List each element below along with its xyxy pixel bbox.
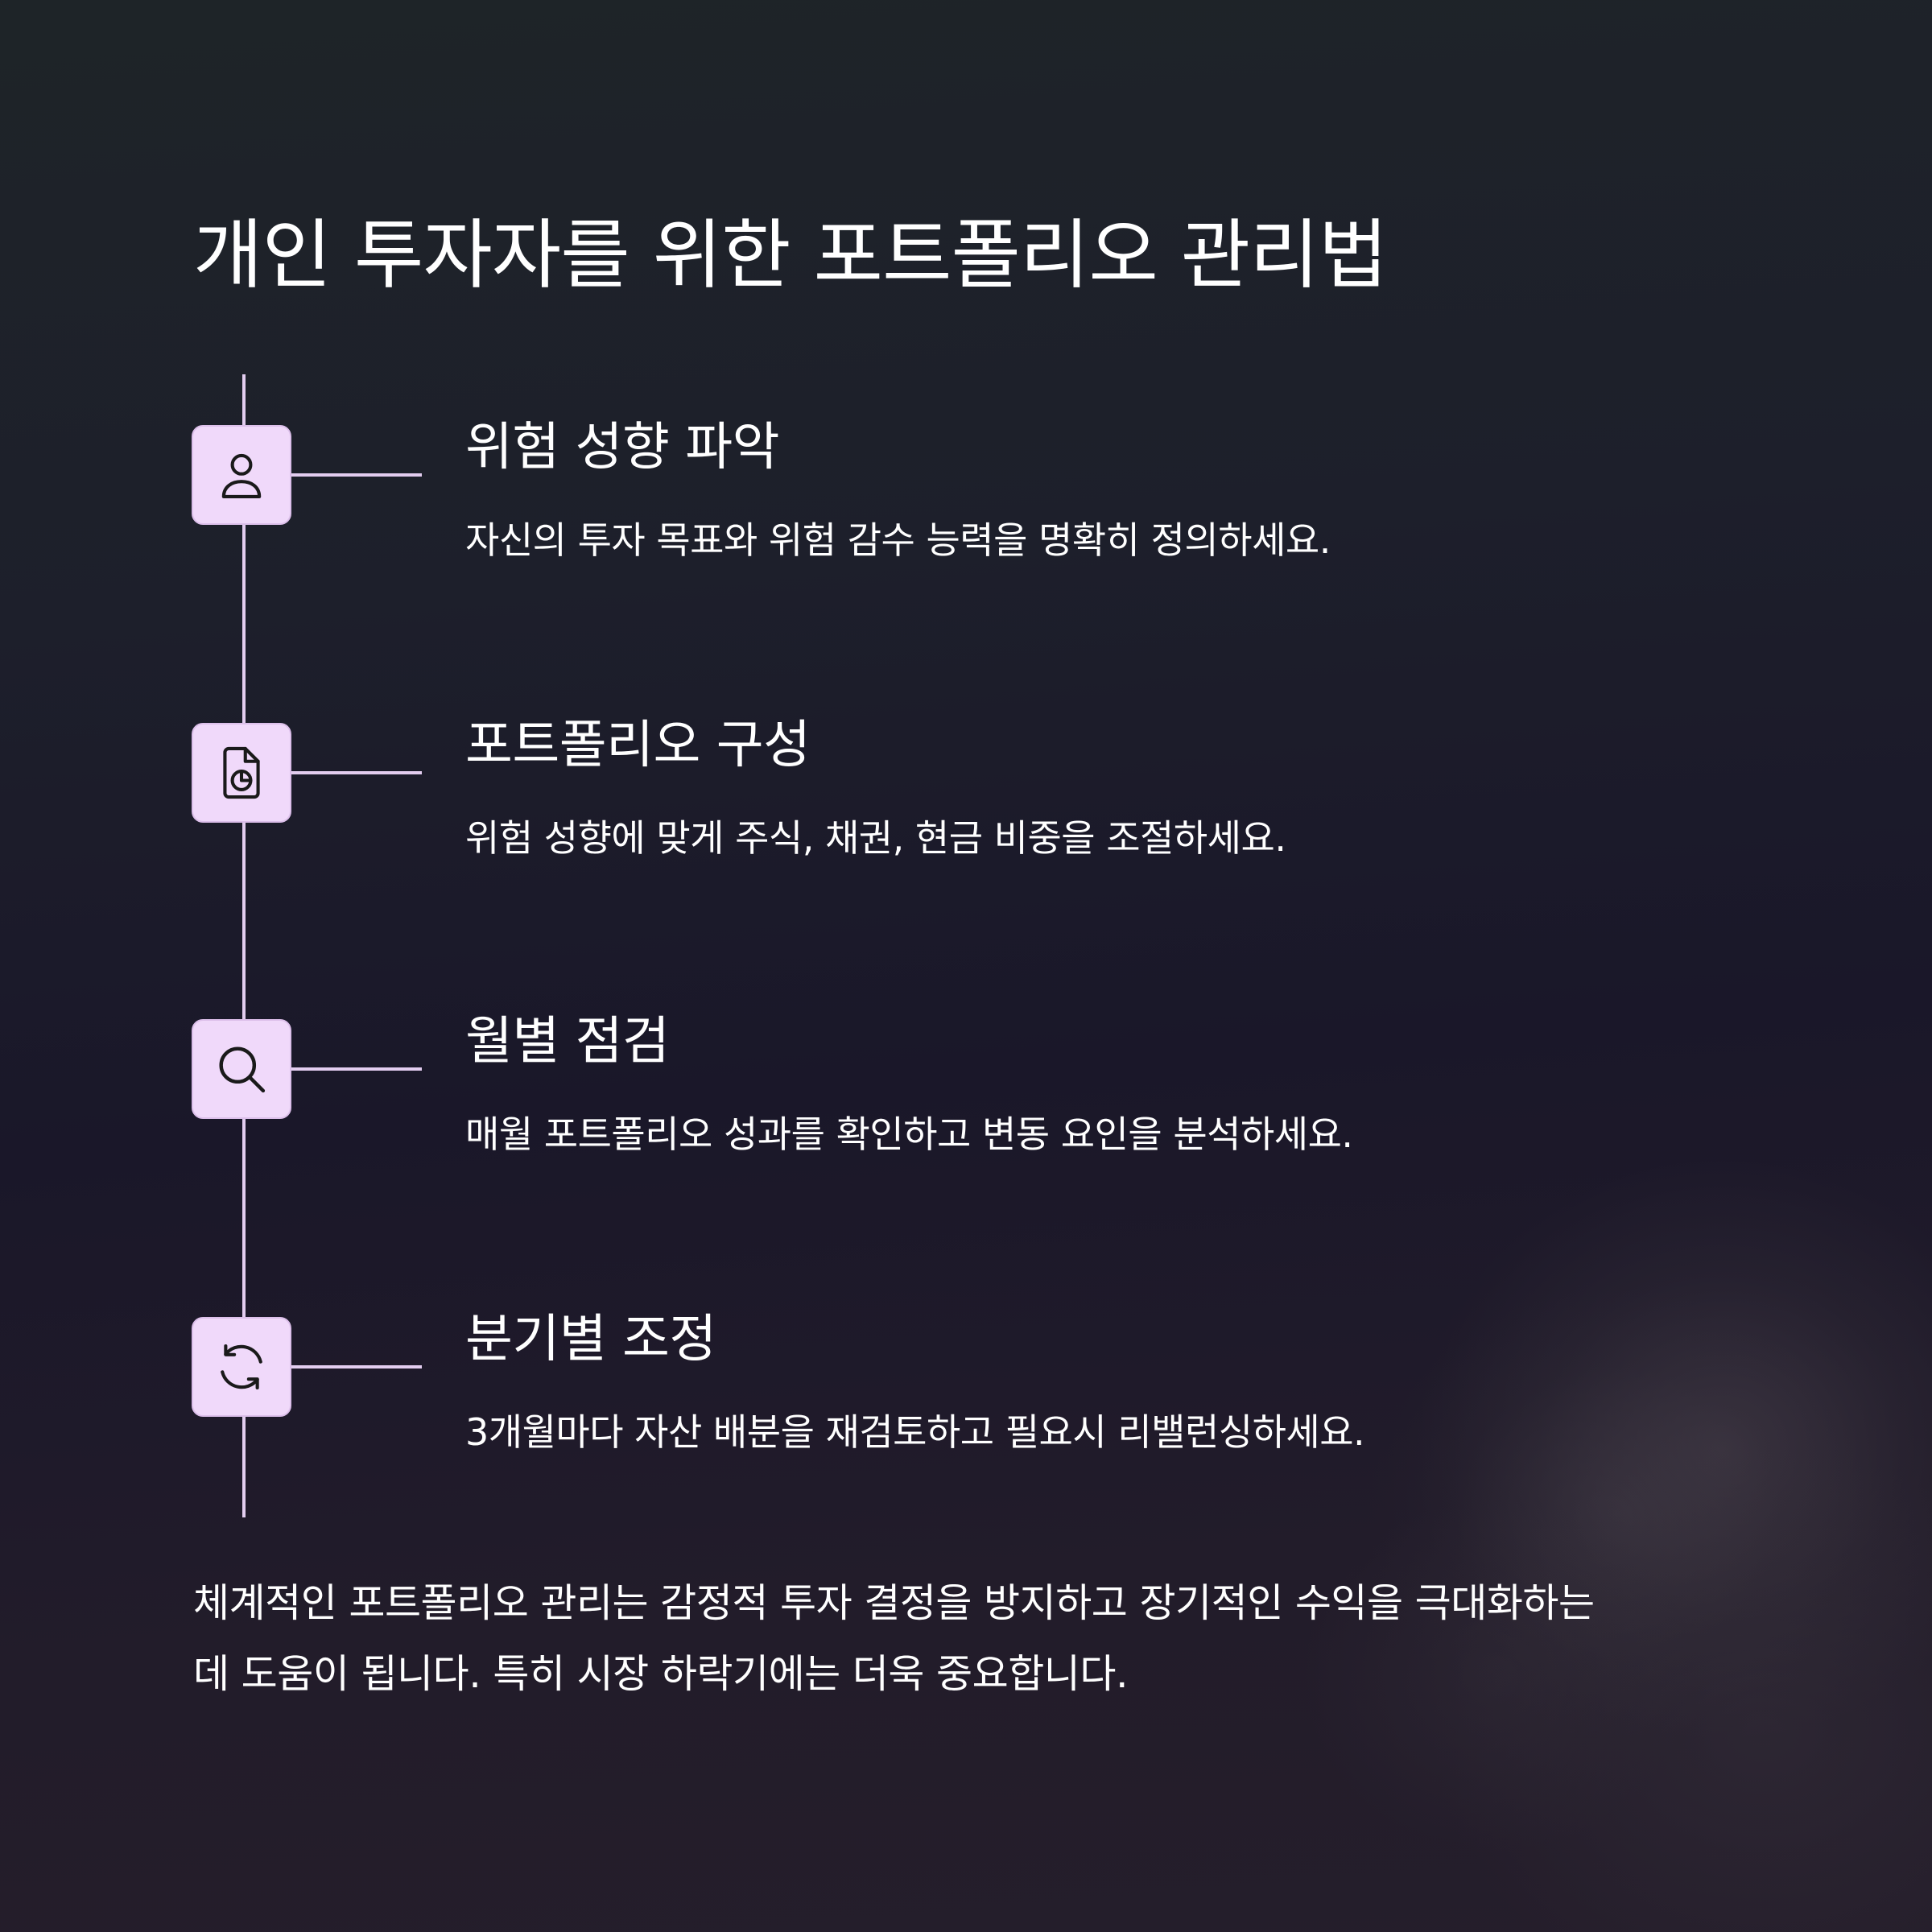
step-connector: [291, 473, 422, 477]
step-connector: [291, 1067, 422, 1071]
step-title: 분기별 조정: [465, 1310, 716, 1369]
page-title: 개인 투자자를 위한 포트폴리오 관리법: [193, 212, 1388, 299]
step-connector: [291, 1365, 422, 1368]
step-title: 월별 점검: [465, 1012, 670, 1071]
summary-line: 데 도움이 됩니다. 특히 시장 하락기에는 더욱 중요합니다.: [193, 1651, 1129, 1697]
summary-text: 체계적인 포트폴리오 관리는 감정적 투자 결정을 방지하고 장기적인 수익을 …: [193, 1568, 1755, 1710]
file-chart-icon: [223, 746, 260, 799]
timeline-step-quarterly-adjustment: 분기별 조정 3개월마다 자산 배분을 재검토하고 필요시 리밸런싱하세요.: [0, 1302, 1932, 1463]
step-title: 포트폴리오 구성: [465, 716, 811, 775]
refresh-icon: [221, 1344, 262, 1390]
step-description: 매월 포트폴리오 성과를 확인하고 변동 요인을 분석하세요.: [465, 1113, 1353, 1156]
search-icon: [219, 1046, 266, 1093]
timeline-step-risk-profile: 위험 성향 파악 자신의 투자 목표와 위험 감수 능력을 명확히 정의하세요.: [0, 411, 1932, 572]
step-connector: [291, 771, 422, 774]
step-icon-box: [192, 1019, 291, 1119]
step-description: 3개월마다 자산 배분을 재검토하고 필요시 리밸런싱하세요.: [465, 1410, 1365, 1454]
user-icon: [221, 453, 262, 498]
step-description: 자신의 투자 목표와 위험 감수 능력을 명확히 정의하세요.: [465, 518, 1331, 562]
timeline-line: [242, 374, 246, 1517]
timeline-step-portfolio-composition: 포트폴리오 구성 위험 성향에 맞게 주식, 채권, 현금 비중을 조절하세요.: [0, 708, 1932, 869]
summary-line: 체계적인 포트폴리오 관리는 감정적 투자 결정을 방지하고 장기적인 수익을 …: [193, 1580, 1595, 1626]
step-icon-box: [192, 723, 291, 823]
step-description: 위험 성향에 맞게 주식, 채권, 현금 비중을 조절하세요.: [465, 816, 1286, 860]
step-icon-box: [192, 425, 291, 525]
step-title: 위험 성향 파악: [465, 418, 779, 477]
timeline-step-monthly-review: 월별 점검 매월 포트폴리오 성과를 확인하고 변동 요인을 분석하세요.: [0, 1005, 1932, 1166]
step-icon-box: [192, 1317, 291, 1417]
